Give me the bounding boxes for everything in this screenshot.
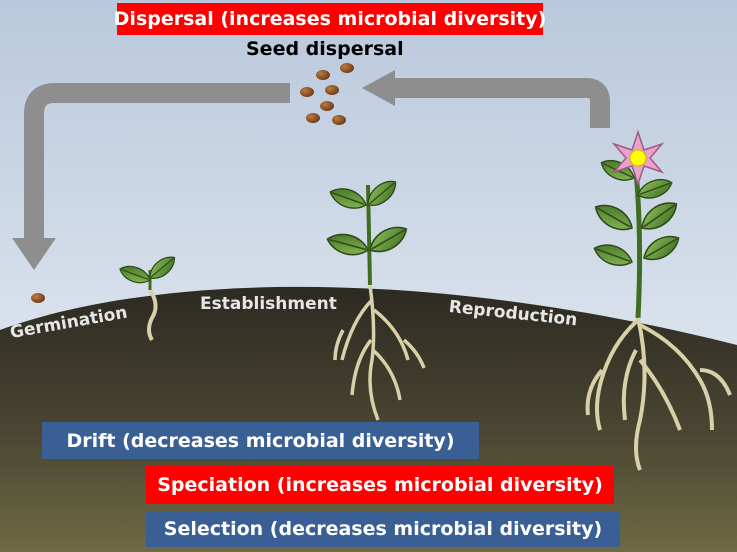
- dispersal-arrow-left: [12, 83, 290, 270]
- drift-banner: Drift (decreases microbial diversity): [42, 422, 479, 459]
- dispersal-banner: Dispersal (increases microbial diversity…: [114, 3, 546, 35]
- seed: [332, 115, 346, 125]
- seed: [325, 85, 339, 95]
- seed: [320, 101, 334, 111]
- young-plant-roots: [333, 284, 426, 421]
- flower: [611, 129, 665, 187]
- seed-dispersal-label: Seed dispersal: [246, 38, 404, 60]
- seed-cluster: [300, 63, 354, 125]
- flowering-plant-roots: [585, 317, 732, 471]
- landed-seed: [31, 293, 45, 303]
- speciation-banner: Speciation (increases microbial diversit…: [146, 466, 614, 504]
- seed: [306, 113, 320, 123]
- dispersal-arrow-right: [362, 70, 610, 128]
- seed: [316, 70, 330, 80]
- establishment-label: Establishment: [200, 294, 337, 314]
- seedling-plant: [116, 251, 180, 342]
- flower-center: [629, 149, 647, 167]
- flowering-plant: [585, 129, 732, 471]
- young-plant: [324, 174, 426, 421]
- selection-banner: Selection (decreases microbial diversity…: [146, 511, 620, 547]
- seed: [340, 63, 354, 73]
- seed: [300, 87, 314, 97]
